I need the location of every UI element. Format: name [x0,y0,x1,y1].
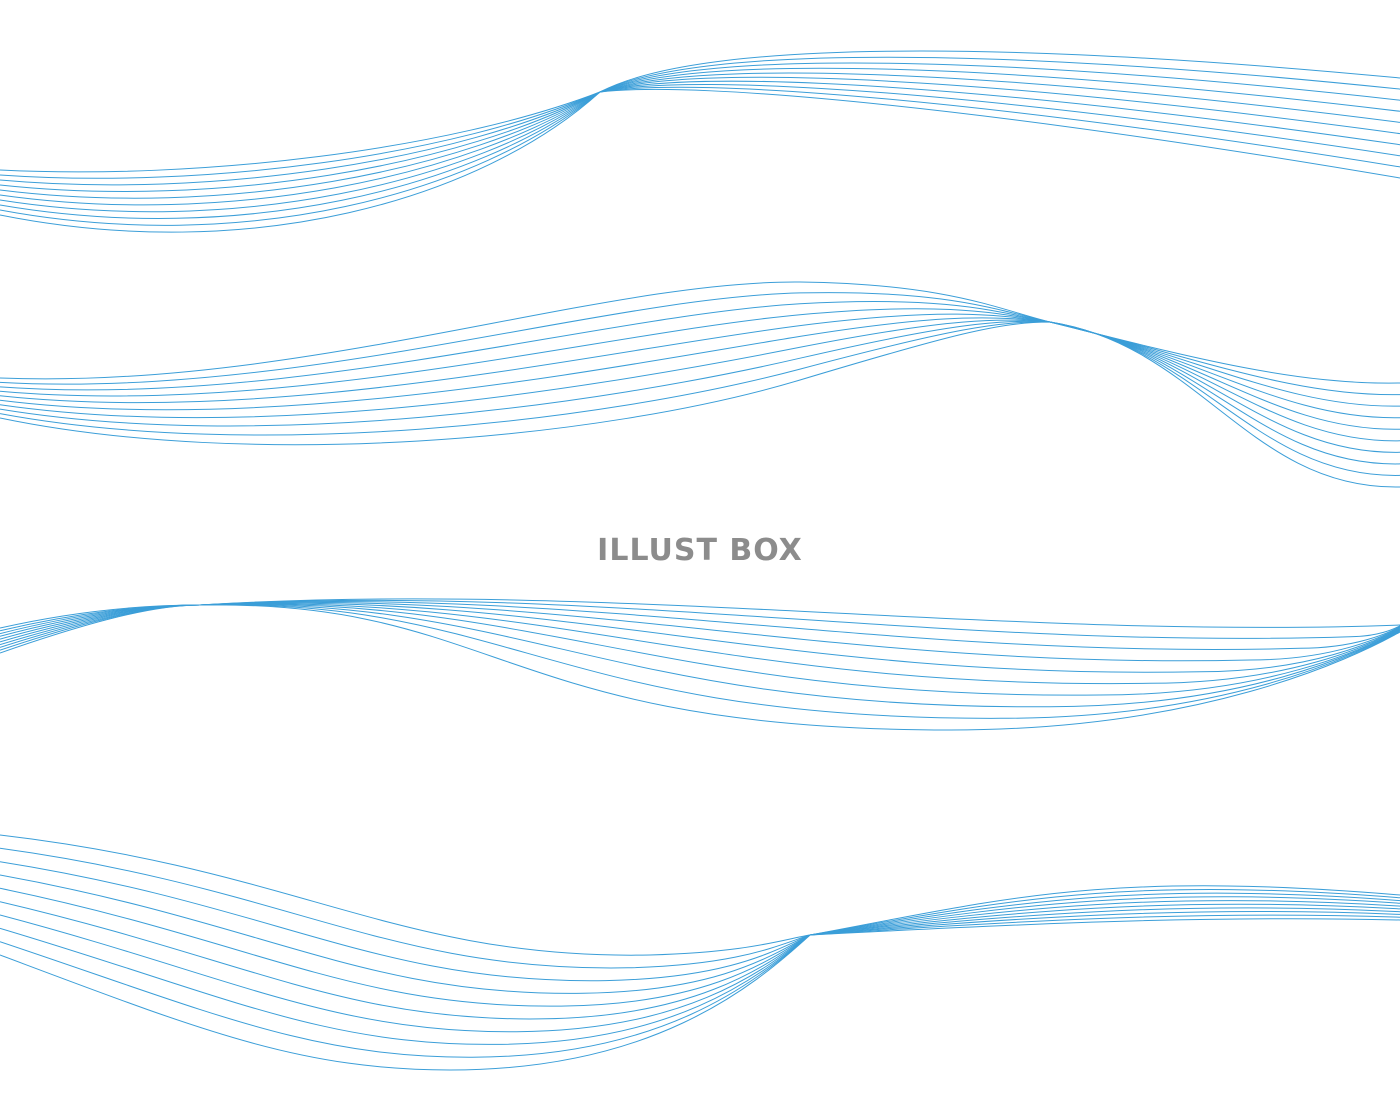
wave-line [0,321,1400,488]
wave-group-1 [0,50,1400,233]
wave-line [0,910,1400,1045]
wave-line [0,67,1400,192]
wave-group-4 [0,834,1400,1071]
wave-line [0,80,1400,213]
wave-line [0,604,1400,719]
wave-line [0,84,1400,219]
wave-line [0,918,1400,1071]
wave-line [0,320,1400,465]
wave-line [0,847,1400,969]
wave-line [0,907,1400,1033]
wave-line [0,321,1400,476]
wave-line [0,600,1400,650]
wave-line [0,313,1400,430]
wave-line [0,319,1400,453]
wave-line [0,86,1400,226]
wave-line [0,598,1400,629]
wave-line [0,601,1400,662]
wave-line [0,281,1400,384]
wave-line [0,50,1400,173]
wave-line [0,308,1400,419]
wave-line [0,887,1400,1007]
wave-line [0,599,1400,639]
wave-line [0,88,1400,233]
wave-group-3 [0,598,1400,731]
wave-line [0,72,1400,199]
wave-line [0,292,1400,396]
wave-line [0,76,1400,206]
wave-line [0,914,1400,1058]
wave-line [0,604,1400,731]
wave-group-2 [0,281,1400,488]
watermark-text: ILLUST BOX [597,533,803,568]
wave-line [0,317,1400,442]
wave-line [0,874,1400,994]
wave-line [0,901,1400,1020]
wave-line [0,834,1400,956]
wave-line [0,861,1400,982]
wave-line [0,301,1400,407]
